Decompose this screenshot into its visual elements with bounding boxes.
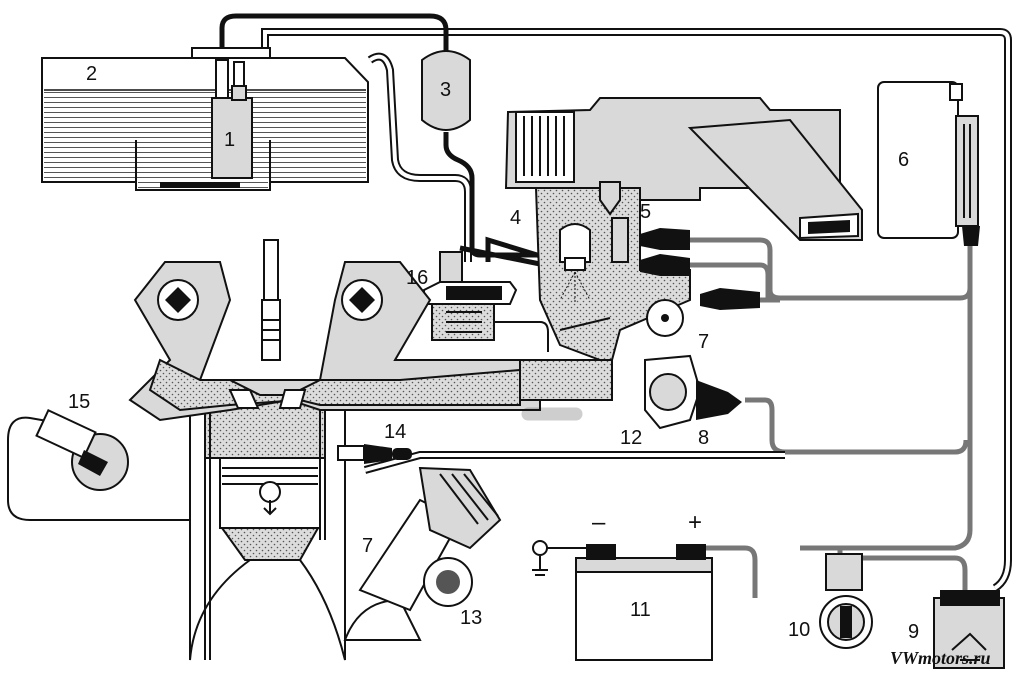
label-9-relay: 9 [908, 621, 919, 643]
fuel-pump [211, 59, 253, 179]
engine-control-unit [877, 81, 980, 246]
label-12-throttle: 12 [620, 427, 642, 449]
knock-sensor [35, 408, 129, 491]
label-14-coolant-sensor: 14 [384, 421, 406, 443]
wiring-harness [7, 28, 1012, 598]
label-7-idle-actuator: 7 [698, 331, 709, 353]
fuel-filter [421, 50, 471, 131]
sensor-connectors [640, 228, 760, 310]
fuel-tank [41, 47, 369, 191]
battery [532, 540, 713, 661]
label-16-pressure-regulator: 16 [406, 267, 428, 289]
label-6-ecu: 6 [898, 149, 909, 171]
label-13-distributor: 13 [460, 607, 482, 629]
air-intake-housing [504, 97, 863, 241]
pressure-regulator [423, 251, 549, 352]
label-7-distributor-sensor: 7 [362, 535, 373, 557]
throttle-position-sensor [644, 354, 742, 430]
label-2-fuel-tank: 2 [86, 63, 97, 85]
coolant-temp-sensor [337, 444, 412, 464]
throttle-body [534, 181, 691, 361]
label-1-fuel-pump: 1 [224, 129, 235, 151]
callout-labels: 1 2 3 4 5 6 7 7 8 9 10 11 12 13 14 15 16… [68, 63, 991, 668]
label-5-intake-air-sensor: 5 [640, 201, 651, 223]
battery-minus-label: – [592, 509, 606, 536]
label-3-fuel-filter: 3 [440, 79, 451, 101]
distributor [358, 466, 502, 612]
fuel-pump-relay [933, 590, 1005, 669]
watermark: VWmotors.ru [890, 648, 991, 668]
label-8-throttle-sensor: 8 [698, 427, 709, 449]
battery-plus-label: + [688, 509, 702, 536]
label-10-ignition-switch: 10 [788, 619, 810, 641]
label-11-battery: 11 [630, 599, 651, 621]
ignition-switch [819, 553, 873, 649]
engine-block [128, 239, 613, 661]
label-15-knock-sensor: 15 [68, 391, 90, 413]
label-4-injector: 4 [510, 207, 521, 229]
